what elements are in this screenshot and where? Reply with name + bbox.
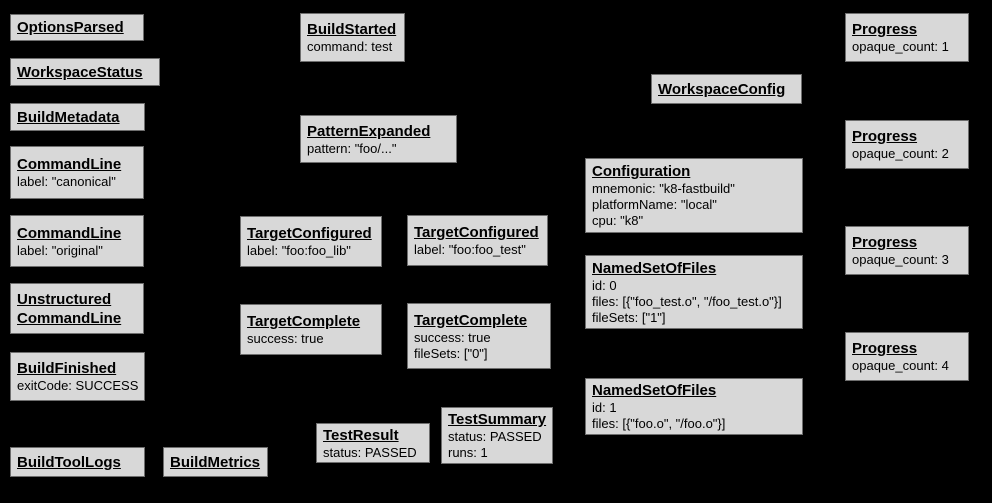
node-title: Progress [852,340,918,357]
node-attribute: opaque_count: 1 [852,39,949,54]
diagram-node-buildtoollogs: BuildToolLogs [10,447,145,477]
node-attribute: runs: 1 [448,445,488,460]
node-title: WorkspaceConfig [658,80,786,98]
node-attribute: label: "original" [17,242,103,258]
node-attribute: id: 0 [592,277,617,293]
node-attribute: opaque_count: 3 [852,252,949,267]
node-attribute: id: 1 [592,400,617,415]
node-title: NamedSetOfFiles [592,259,717,277]
node-attribute: label: "canonical" [17,174,116,189]
node-attribute: pattern: "foo/..." [307,140,397,156]
node-title: TargetConfigured [247,225,372,242]
node-attribute: files: [{"foo.o", "/foo.o"}] [592,416,726,431]
node-title: Configuration [592,163,691,180]
node-attribute: success: true [247,331,324,346]
node-title: CommandLine [17,156,122,173]
node-title: TestSummary [448,411,547,428]
diagram-node-optionsparsed: OptionsParsed [10,14,144,41]
node-attribute: label: "foo:foo_lib" [247,243,351,258]
node-title: TargetComplete [414,311,528,329]
node-attribute: opaque_count: 4 [852,358,949,373]
node-title: PatternExpanded [307,122,431,140]
node-title: TargetComplete [247,313,361,330]
node-title: Progress [852,234,918,251]
diagram-node-workspaceconfig: WorkspaceConfig [651,74,802,104]
node-attribute: exitCode: SUCCESS [17,378,139,393]
node-attribute: mnemonic: "k8-fastbuild" [592,181,735,196]
diagram-node-buildmetadata: BuildMetadata [10,103,145,131]
node-title: Progress [852,21,918,38]
node-title: CommandLine [17,224,122,242]
node-title: BuildStarted [307,21,397,38]
node-title: BuildMetrics [170,453,261,471]
node-title: BuildFinished [17,360,117,377]
node-attribute: fileSets: ["1"] [592,309,666,325]
node-title: NamedSetOfFiles [592,382,717,399]
node-attribute: platformName: "local" [592,197,717,212]
node-title: Progress [852,128,918,145]
node-attribute: label: "foo:foo_test" [414,242,526,257]
node-title: TestResult [323,426,399,444]
node-attribute: cpu: "k8" [592,213,644,228]
node-attribute: fileSets: ["0"] [414,345,488,361]
node-title: BuildToolLogs [17,453,121,471]
node-attribute: status: PASSED [448,429,542,444]
node-attribute: files: [{"foo_test.o", "/foo_test.o"}] [592,293,782,309]
node-title: OptionsParsed [17,19,124,36]
node-title: WorkspaceStatus [17,63,143,81]
diagram-node-buildmetrics: BuildMetrics [163,447,268,477]
diagram-node-workspacestatus: WorkspaceStatus [10,58,160,86]
node-attribute: status: PASSED [323,444,417,460]
node-title: BuildMetadata [17,108,120,126]
node-title: TargetConfigured [414,224,539,241]
node-attribute: success: true [414,329,491,345]
node-attribute: command: test [307,39,393,54]
node-attribute: opaque_count: 2 [852,146,949,161]
